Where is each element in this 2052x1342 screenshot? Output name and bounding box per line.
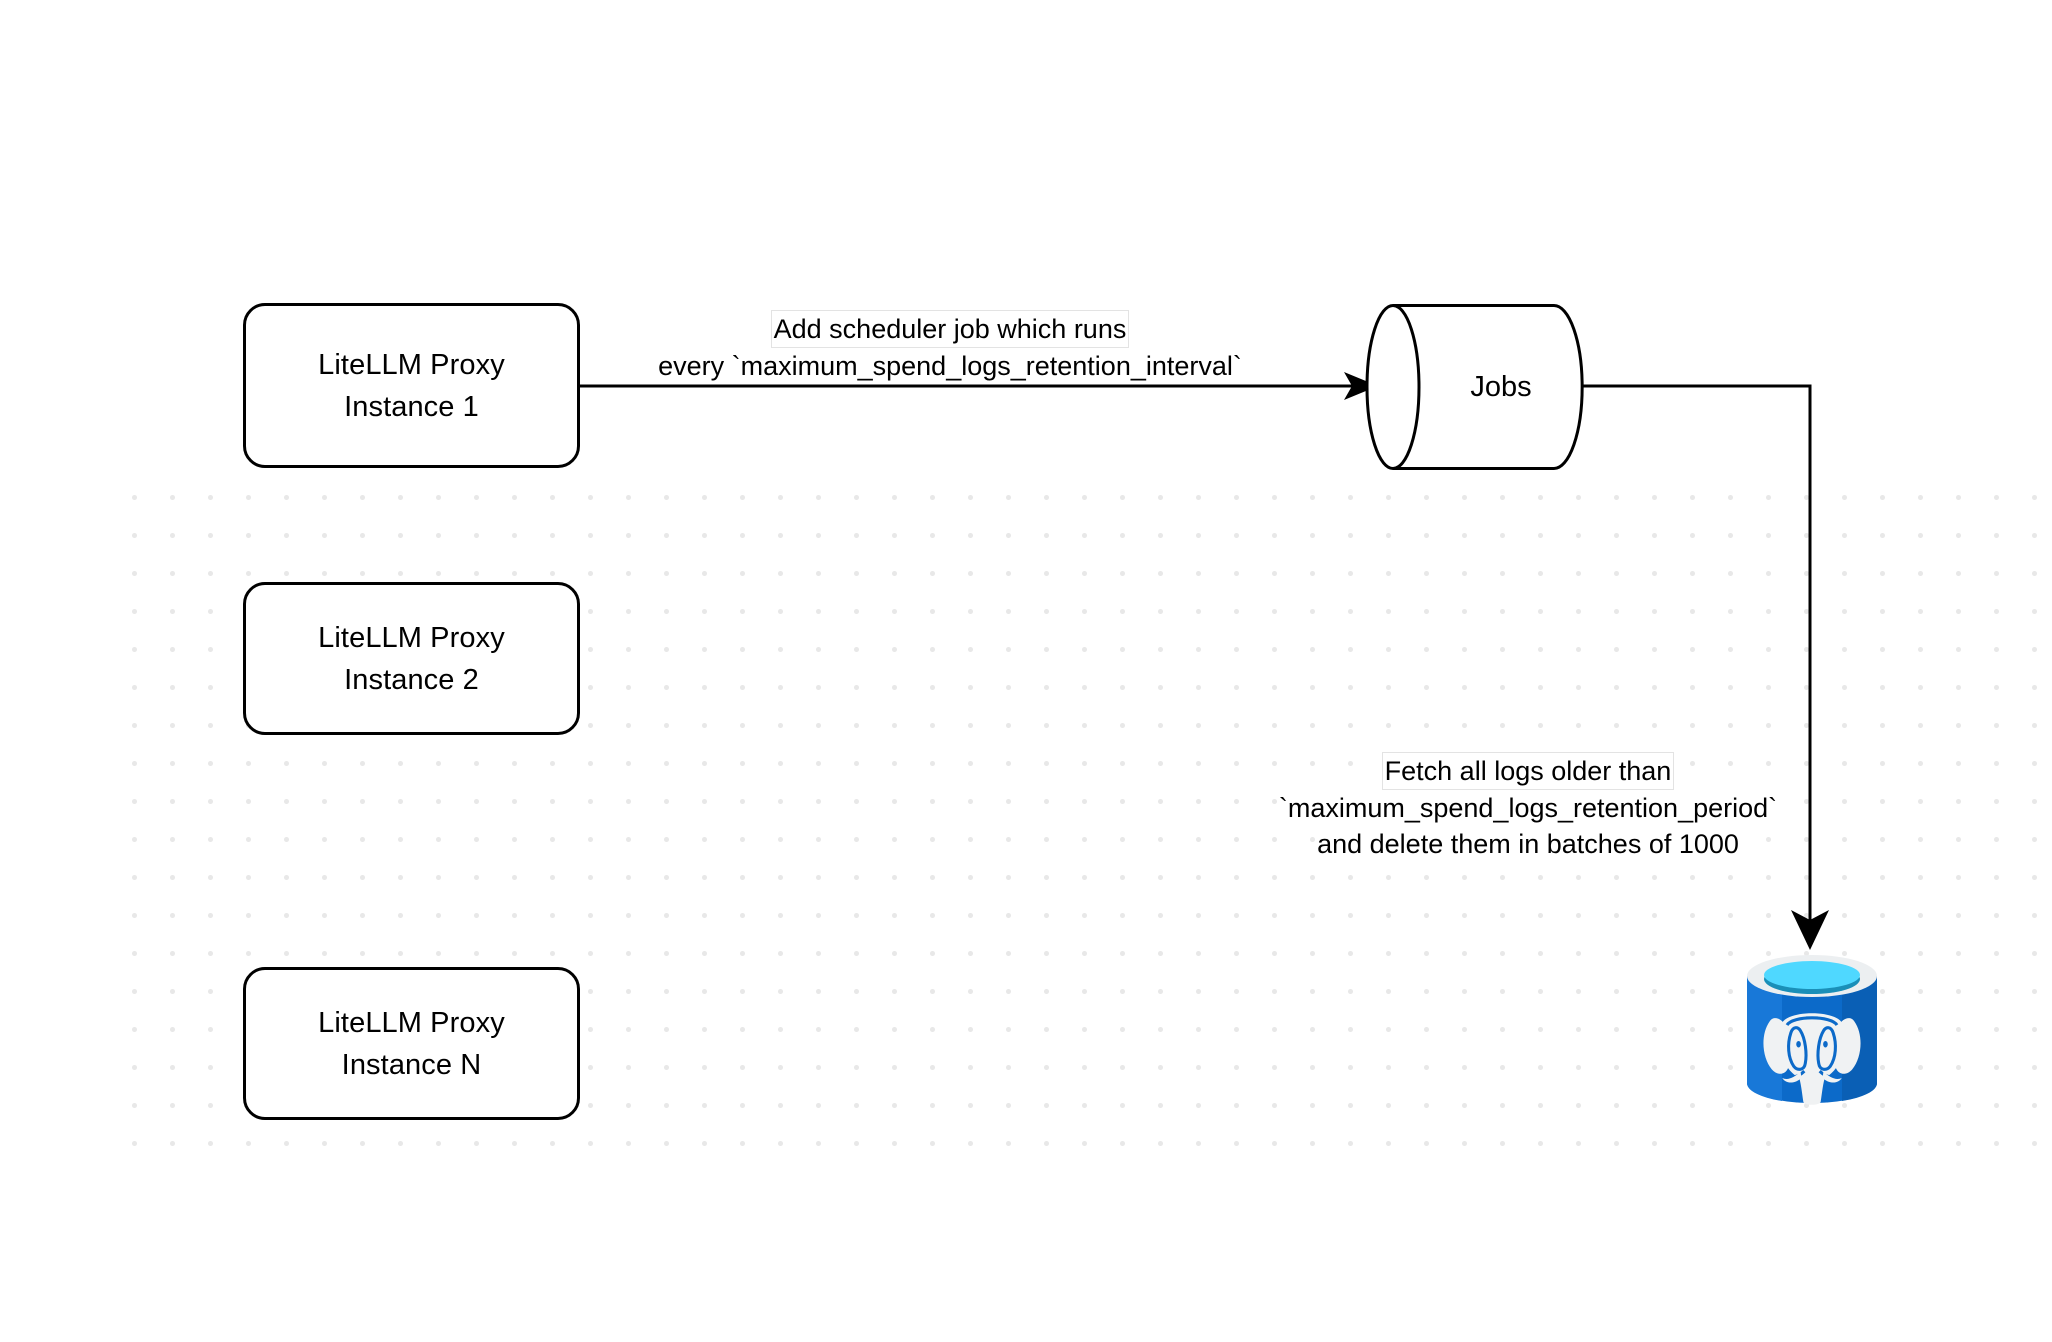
node-label-line1: LiteLLM Proxy	[318, 348, 505, 381]
node-label-line1: LiteLLM Proxy	[318, 1006, 505, 1039]
edge-label-line1: Fetch all logs older than	[1381, 752, 1675, 790]
node-postgres-database[interactable]	[1742, 952, 1882, 1108]
postgres-icon	[1746, 955, 1878, 1105]
node-label-line2: Instance 2	[344, 663, 479, 696]
node-jobs-queue[interactable]: Jobs	[1365, 303, 1584, 471]
edge-label-line3: and delete them in batches of 1000	[1317, 826, 1739, 862]
edge-label-line1: Add scheduler job which runs	[770, 310, 1130, 348]
node-litellm-proxy-instance-n[interactable]: LiteLLM Proxy Instance N	[243, 967, 580, 1120]
node-label-line2: Instance N	[341, 1048, 482, 1081]
node-jobs-label: Jobs	[1470, 370, 1532, 403]
edge-jobs-postgres-arrowhead	[1791, 910, 1829, 950]
node-label-line1: LiteLLM Proxy	[318, 621, 505, 654]
cylinder-shape	[1365, 304, 1584, 470]
edge-label-line2: `maximum_spend_logs_retention_period`	[1278, 790, 1778, 826]
edge-label-add-scheduler-job: Add scheduler job which runs every `maxi…	[592, 310, 1308, 384]
node-label-line2: Instance 1	[344, 390, 479, 423]
edge-label-line2: every `maximum_spend_logs_retention_inte…	[658, 348, 1242, 384]
node-litellm-proxy-instance-2[interactable]: LiteLLM Proxy Instance 2	[243, 582, 580, 735]
node-litellm-proxy-instance-1[interactable]: LiteLLM Proxy Instance 1	[243, 303, 580, 468]
edge-label-fetch-and-delete-logs: Fetch all logs older than `maximum_spend…	[1228, 752, 1828, 862]
